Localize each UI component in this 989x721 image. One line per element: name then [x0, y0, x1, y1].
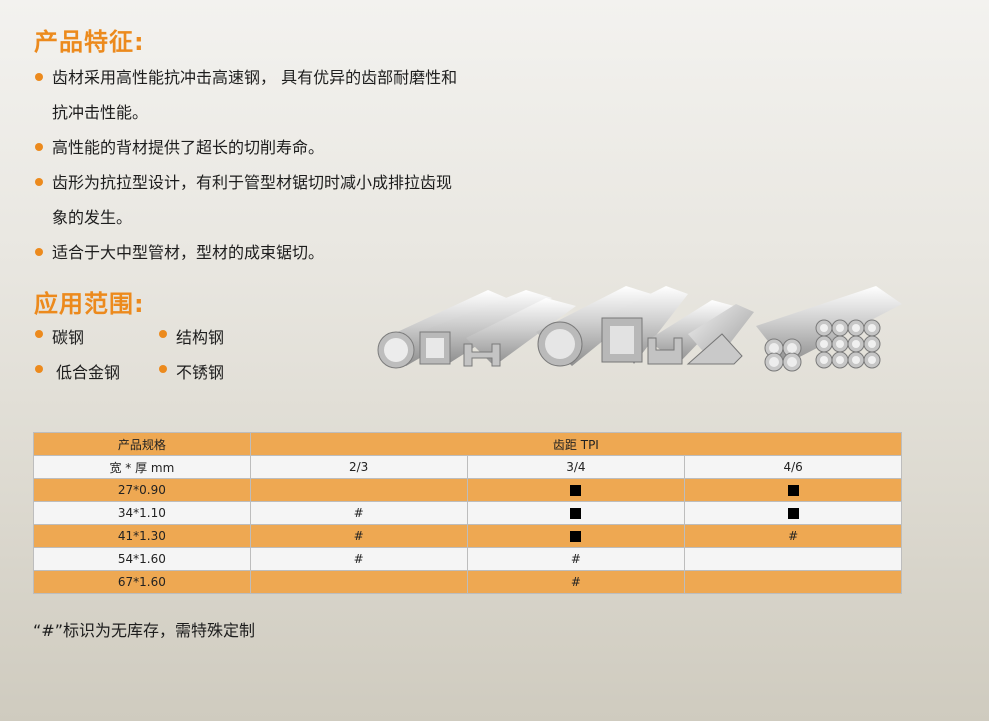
table-subheader-row: 宽 * 厚 mm 2/3 3/4 4/6 [33, 455, 902, 479]
feature-item: 高性能的背材提供了超长的切削寿命。 [34, 130, 554, 165]
bullet-icon [35, 248, 43, 256]
tpi-col-header: 2/3 [249, 455, 468, 479]
feature-line: 高性能的背材提供了超长的切削寿命。 [52, 138, 325, 157]
applications-title: 应用范围: [34, 290, 145, 318]
table-row: 54*1.60 # # [33, 547, 902, 571]
angle-bar-icon [686, 304, 754, 365]
tpi-cell [684, 501, 902, 525]
bullet-icon [35, 73, 43, 81]
tpi-col-header: 3/4 [466, 455, 686, 479]
bullet-icon [159, 365, 167, 373]
h-beam-icon [463, 298, 576, 367]
tpi-cell [466, 501, 686, 525]
bullet-icon [35, 143, 43, 151]
tpi-cell: # [466, 547, 686, 571]
feature-line: 齿形为抗拉型设计，有利于管型材锯切时减小成排拉齿现 [52, 173, 453, 192]
in-stock-mark [787, 485, 799, 496]
square-tube-icon [419, 290, 552, 365]
channel-beam-icon [647, 300, 734, 365]
feature-item: 齿形为抗拉型设计，有利于管型材锯切时减小成排拉齿现 象的发生。 [34, 165, 554, 235]
tpi-cell [684, 547, 902, 571]
application-label: 低合金钢 [56, 363, 121, 382]
application-item: 不锈钢 [158, 359, 224, 383]
tpi-cell [249, 570, 468, 594]
tpi-cell [684, 570, 902, 594]
table-row: 41*1.30 # # [33, 524, 902, 548]
in-stock-mark [570, 508, 582, 519]
pipe-stack-icon [815, 319, 881, 369]
bullet-icon [159, 330, 167, 338]
in-stock-mark [570, 485, 582, 496]
feature-line: 象的发生。 [52, 208, 133, 227]
stock-note: “#”标识为无库存，需特殊定制 [33, 621, 255, 640]
size-cell: 34*1.10 [33, 501, 251, 525]
application-label: 结构钢 [176, 328, 225, 347]
application-item: 结构钢 [158, 324, 224, 348]
tpi-cell: # [249, 524, 468, 548]
header-spec: 产品规格 [33, 432, 251, 456]
in-stock-mark [787, 508, 799, 519]
spec-table: 产品规格 齿距 TPI 宽 * 厚 mm 2/3 3/4 4/6 27*0.90… [33, 432, 903, 594]
size-cell: 67*1.60 [33, 570, 251, 594]
table-row: 34*1.10 # [33, 501, 902, 525]
table-header-row: 产品规格 齿距 TPI [33, 432, 903, 456]
size-cell: 41*1.30 [33, 524, 251, 548]
table-row: 27*0.90 [33, 478, 902, 502]
bullet-icon [35, 178, 43, 186]
bullet-icon [35, 330, 43, 338]
features-list: 齿材采用高性能抗冲击高速钢， 具有优异的齿部耐磨性和 抗冲击性能。 高性能的背材… [34, 60, 554, 270]
tpi-cell: # [684, 524, 902, 548]
tpi-cell [466, 478, 686, 502]
application-item: 低合金钢 [34, 359, 120, 383]
features-title: 产品特征: [34, 28, 145, 56]
tpi-col-header: 4/6 [684, 455, 902, 479]
application-label: 碳钢 [52, 328, 85, 347]
subheader-spec: 宽 * 厚 mm [33, 455, 251, 479]
bullet-icon [35, 365, 43, 373]
tpi-cell: # [249, 501, 468, 525]
size-cell: 27*0.90 [33, 478, 251, 502]
feature-line: 抗冲击性能。 [52, 103, 149, 122]
tpi-cell [466, 524, 686, 548]
steel-profiles-illustration [377, 286, 902, 372]
feature-item: 适合于大中型管材，型材的成束锯切。 [34, 235, 554, 270]
large-square-tube-icon [601, 286, 688, 364]
header-tpi: 齿距 TPI [249, 432, 903, 456]
feature-line: 适合于大中型管材，型材的成束锯切。 [52, 243, 325, 262]
table-row: 67*1.60 # [33, 570, 902, 594]
in-stock-mark [570, 531, 582, 542]
application-item: 碳钢 [34, 324, 84, 348]
tpi-cell [684, 478, 902, 502]
tpi-cell [249, 478, 468, 502]
size-cell: 54*1.60 [33, 547, 251, 571]
tpi-cell: # [249, 547, 468, 571]
feature-line: 齿材采用高性能抗冲击高速钢， 具有优异的齿部耐磨性和 [52, 68, 458, 87]
feature-item: 齿材采用高性能抗冲击高速钢， 具有优异的齿部耐磨性和 抗冲击性能。 [34, 60, 554, 130]
tpi-cell: # [466, 570, 686, 594]
application-label: 不锈钢 [176, 363, 225, 382]
